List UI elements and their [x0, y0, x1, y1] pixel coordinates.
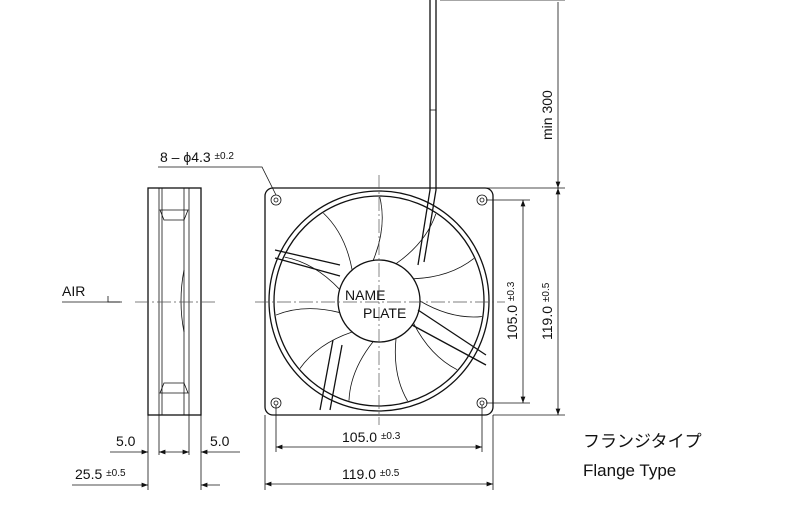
svg-text:5.0: 5.0 [116, 433, 136, 449]
fan-blade [419, 300, 482, 318]
name-plate-line1: NAME [345, 287, 385, 303]
air-arrow: AIR [62, 283, 122, 303]
svg-text:8 – ϕ4.3 ±0.2: 8 – ϕ4.3 ±0.2 [160, 149, 234, 165]
svg-text:min 300: min 300 [539, 90, 555, 140]
side-dimensions: 5.0 5.0 25.5 ±0.5 [72, 415, 240, 490]
fan-blade [372, 196, 383, 261]
bottom-dimensions: 105.0 ±0.3 119.0 ±0.5 [264, 405, 494, 490]
fan-front-view: NAME PLATE [255, 0, 505, 425]
fan-blade [348, 341, 374, 401]
name-plate-line2: PLATE [363, 305, 406, 321]
fan-blade [299, 331, 353, 369]
svg-text:105.0 ±0.3: 105.0 ±0.3 [504, 281, 520, 340]
svg-text:25.5 ±0.5: 25.5 ±0.5 [75, 466, 126, 482]
fan-blade [323, 212, 353, 271]
fan-blade [395, 213, 437, 265]
air-label: AIR [62, 283, 85, 299]
svg-text:105.0 ±0.3: 105.0 ±0.3 [342, 429, 401, 445]
fan-blade [413, 322, 458, 371]
fan-blade [394, 338, 408, 402]
type-title-en: Flange Type [583, 461, 676, 480]
right-dimensions: 105.0 ±0.3 119.0 ±0.5 min 300 [440, 0, 565, 416]
fan-blade [413, 258, 475, 280]
fan-blade [275, 308, 340, 316]
svg-text:119.0 ±0.5: 119.0 ±0.5 [539, 282, 555, 340]
hole-callout: 8 – ϕ4.3 ±0.2 [158, 149, 277, 196]
type-title-jp: フランジタイプ [583, 432, 702, 451]
svg-text:119.0 ±0.5: 119.0 ±0.5 [342, 466, 400, 482]
side-view [135, 187, 215, 416]
svg-text:5.0: 5.0 [210, 433, 230, 449]
